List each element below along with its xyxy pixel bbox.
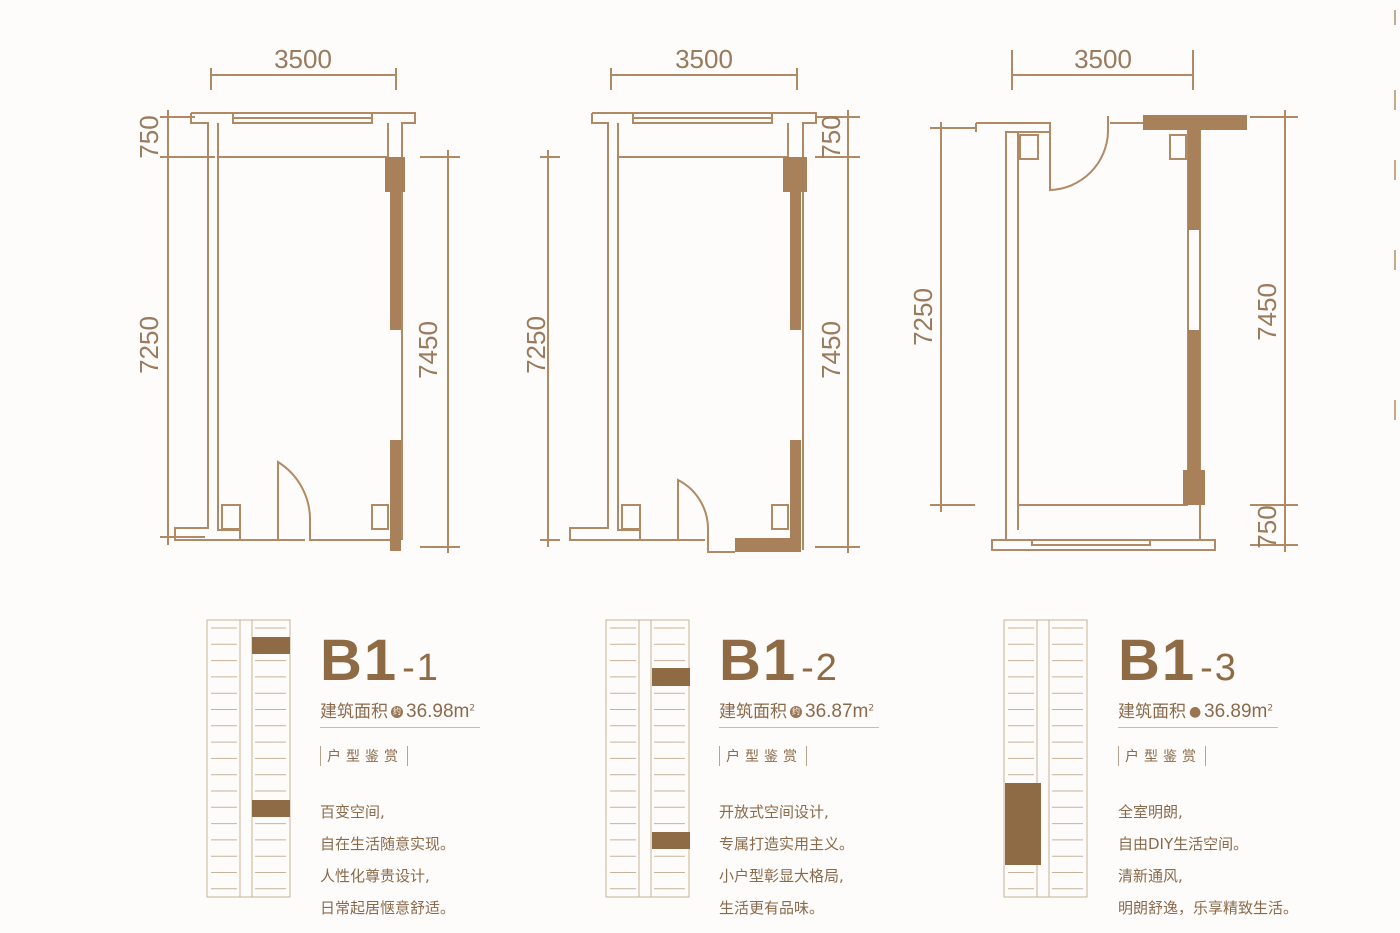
section-label: 户型鉴赏 (1118, 746, 1206, 766)
highlighted-unit (1005, 783, 1041, 865)
area: 建筑面积●36.89m2 (1118, 697, 1278, 728)
highlighted-unit (252, 637, 290, 654)
floor-plan-b1-2: 3500 7250 750 7450 (521, 44, 860, 553)
dim-left: 7250 (908, 288, 938, 346)
key-plan-3 (1003, 619, 1088, 898)
dim-top: 750 (134, 115, 164, 158)
section-label: 户型鉴赏 (719, 746, 807, 766)
dim-top: 750 (816, 115, 846, 158)
highlighted-unit (652, 832, 690, 849)
key-plan-1 (206, 619, 291, 898)
floor-plan-b1-1: 3500 750 7250 7450 (134, 44, 460, 553)
building-key-plans (206, 619, 1088, 898)
unit-code: B1-2 (719, 628, 839, 693)
dim-width: 3500 (274, 44, 332, 74)
floor-plan-b1-3: 3500 7250 7450 750 (908, 44, 1298, 552)
description: 百变空间,自在生活随意实现。人性化尊贵设计,日常起居惬意舒适。 (320, 803, 456, 917)
dim-left: 7250 (134, 316, 164, 374)
unit-info-b1-3: B1-3 建筑面积●36.89m2 户型鉴赏 全室明朗,自由DIY生活空间。清新… (1118, 632, 1318, 924)
dim-width: 3500 (675, 44, 733, 74)
dim-right: 7450 (1252, 283, 1282, 341)
description: 开放式空间设计,专属打造实用主义。小户型彰显大格局,生活更有品味。 (719, 803, 855, 917)
unit-code: B1-1 (320, 628, 440, 693)
key-plan-2 (605, 619, 690, 898)
dim-width: 3500 (1074, 44, 1132, 74)
unit-code: B1-3 (1118, 628, 1238, 693)
dim-right: 7450 (816, 321, 846, 379)
section-label: 户型鉴赏 (320, 746, 408, 766)
highlighted-unit (652, 668, 690, 686)
dim-left: 7250 (521, 316, 551, 374)
dim-right: 7450 (413, 321, 443, 379)
dim-bottom: 750 (1252, 505, 1282, 548)
description: 全室明朗,自由DIY生活空间。清新通风,明朗舒逸，乐享精致生活。 (1118, 803, 1299, 917)
highlighted-unit (252, 800, 290, 817)
